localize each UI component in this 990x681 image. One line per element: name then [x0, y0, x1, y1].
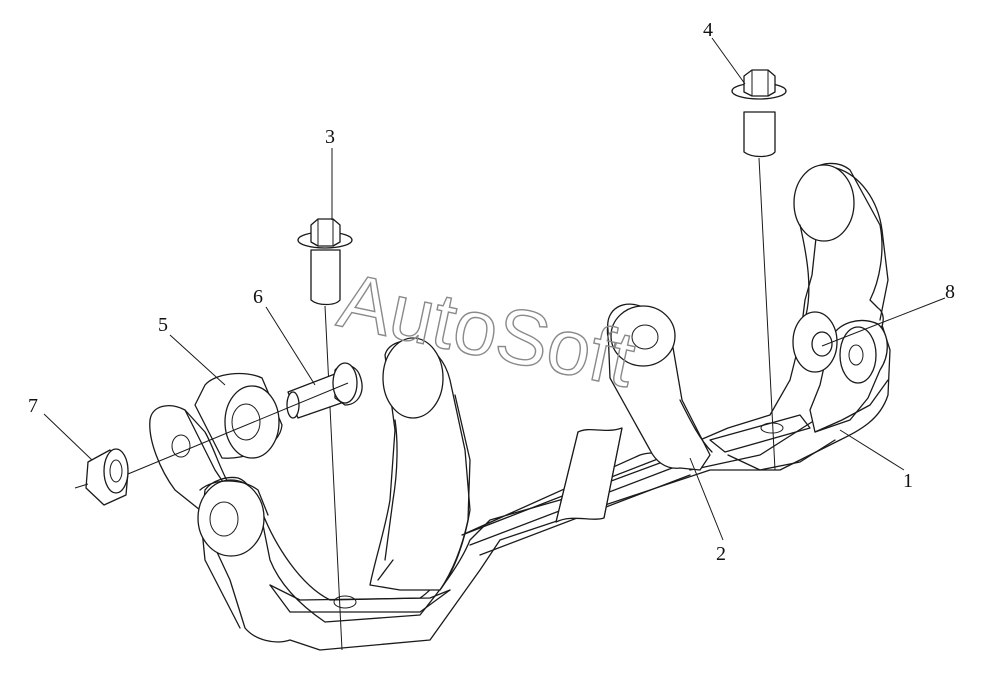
- callout-7: 7: [28, 395, 38, 417]
- callout-1: 1: [903, 470, 913, 492]
- bracket-assembly-part-2: [149, 162, 891, 651]
- leader-lines: [43, 37, 946, 541]
- callout-3: 3: [325, 126, 335, 148]
- callout-4: 4: [703, 19, 713, 41]
- callout-2: 2: [716, 543, 726, 565]
- callout-8: 8: [945, 281, 955, 303]
- bushing-part-8: [792, 311, 838, 373]
- nut-part-7: [74, 382, 349, 506]
- bolt-part-3: [297, 218, 353, 651]
- callout-6: 6: [253, 286, 263, 308]
- callouts: 1 2 3 4 5 6 7 8: [28, 19, 955, 565]
- bolt-part-4: [731, 69, 787, 471]
- callout-5: 5: [158, 314, 168, 336]
